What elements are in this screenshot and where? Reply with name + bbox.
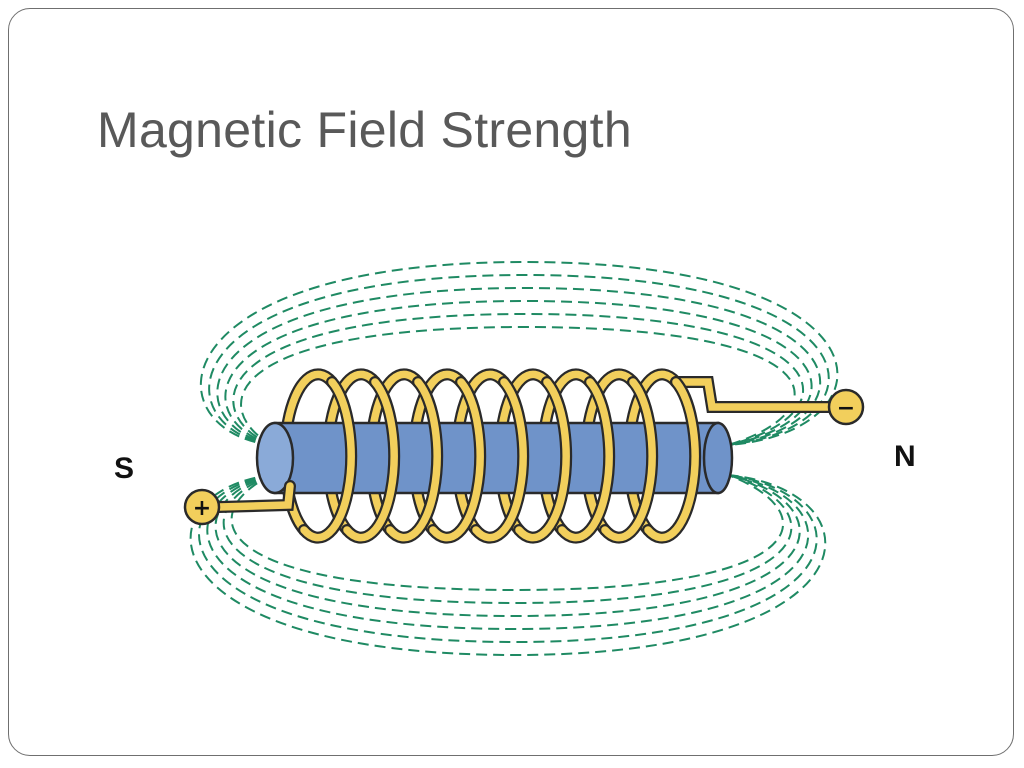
positive-terminal-sign: +: [193, 496, 211, 521]
coil-turn-front: [472, 378, 527, 542]
lead-wires: [213, 376, 835, 513]
field-line-lower: [222, 474, 793, 605]
iron-core: [255, 421, 734, 495]
field-line-lower: [214, 474, 801, 618]
coil-turn-back: [453, 370, 508, 534]
field-line-upper: [216, 286, 822, 446]
coil-turn-front: [558, 378, 613, 542]
coil-turn-front: [515, 378, 570, 542]
coil-back-turns: [278, 368, 682, 536]
coil-turn-back: [367, 370, 422, 534]
negative-terminal-circle: [827, 388, 865, 426]
negative-terminal: −: [827, 388, 865, 426]
coil-turn-back: [410, 370, 465, 534]
positive-lead: [215, 482, 294, 511]
north-pole-label: N: [894, 440, 916, 473]
coil-turn-front: [644, 378, 699, 542]
coil-turn-back: [625, 370, 680, 534]
coil-turn-back: [496, 370, 551, 534]
coil-turn-front: [601, 378, 656, 542]
positive-terminal-circle: [183, 488, 221, 526]
negative-terminal-sign: −: [837, 396, 855, 421]
coil-front-turns: [298, 376, 702, 544]
positive-terminal: +: [183, 488, 221, 526]
coil-turn-front: [429, 378, 484, 542]
coil-turn-front: [386, 378, 441, 542]
negative-lead: [672, 378, 833, 411]
field-line-upper: [208, 273, 830, 446]
slide-title: Magnetic Field Strength: [97, 102, 632, 158]
coil-turn-front: [300, 378, 355, 542]
field-line-lower: [189, 474, 827, 657]
field-line-upper: [224, 299, 813, 446]
south-pole-label: S: [114, 452, 134, 485]
core-left-end: [255, 421, 295, 495]
field-line-lower: [230, 474, 785, 592]
field-line-lower: [206, 474, 809, 631]
core-right-end: [702, 421, 734, 495]
coil-turn-back: [324, 370, 379, 534]
coil-turn-back: [582, 370, 637, 534]
coil-turn-front: [343, 378, 398, 542]
coil-turn-back: [539, 370, 594, 534]
